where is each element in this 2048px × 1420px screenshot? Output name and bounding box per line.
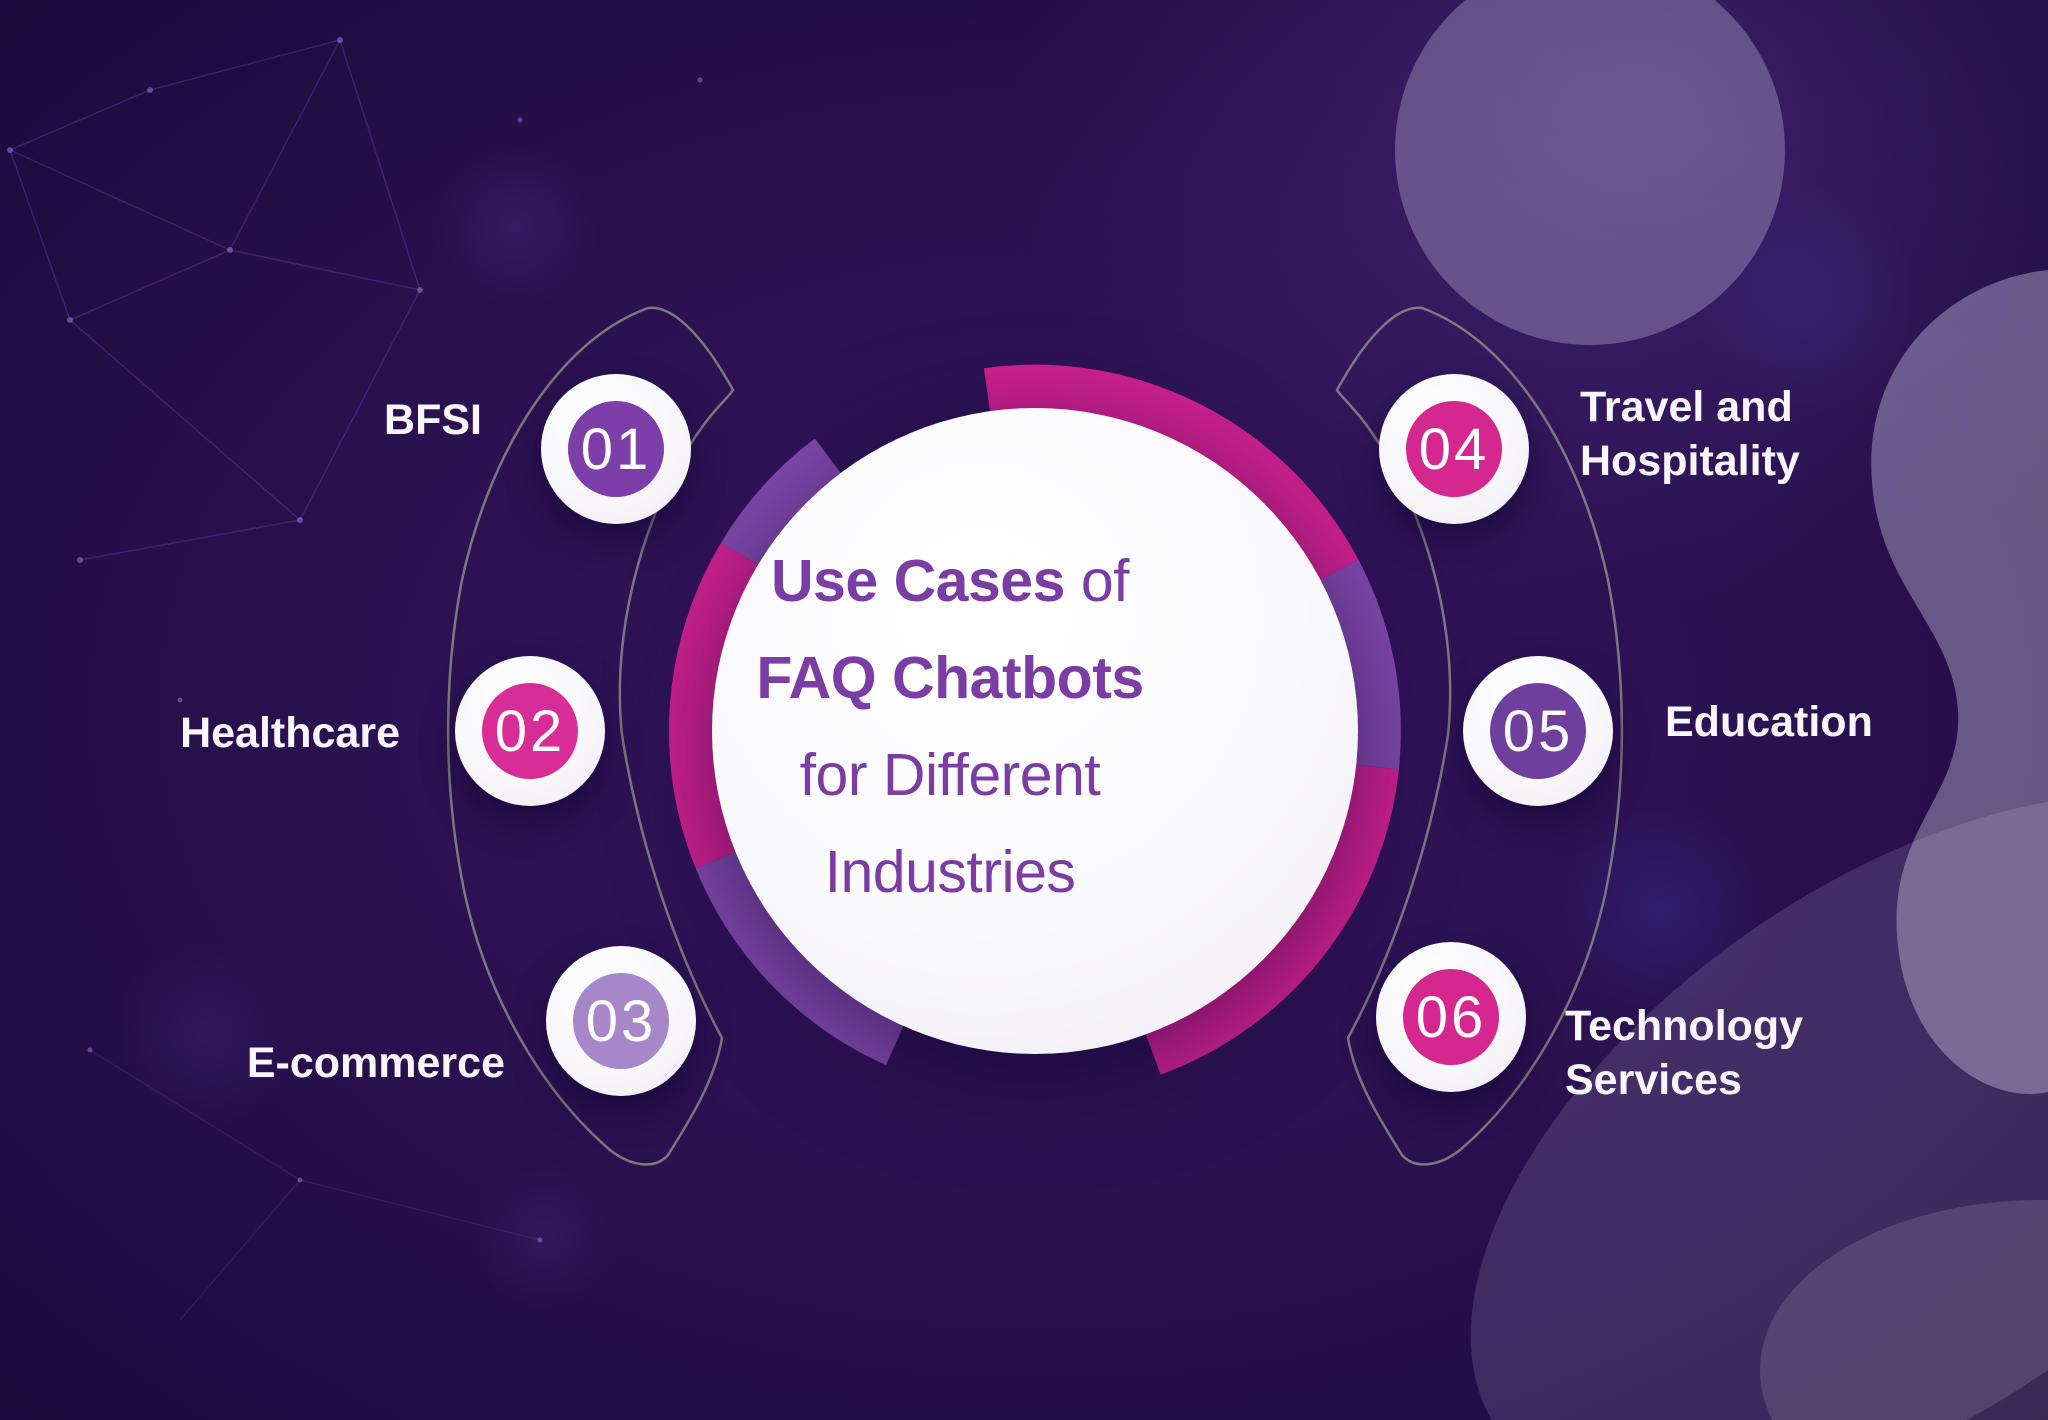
step-disc-03: 03 — [573, 973, 669, 1069]
left-capsule-outline — [446, 306, 735, 1166]
step-disc-05: 05 — [1490, 683, 1586, 779]
step-disc-04: 04 — [1406, 401, 1502, 497]
title-line-2: FAQ Chatbots — [756, 645, 1144, 711]
step-badge-01: 01 — [541, 374, 691, 524]
step-number-06: 06 — [1415, 984, 1487, 1050]
center-circle — [712, 408, 1358, 1054]
label-ecommerce: E-commerce — [246, 1039, 505, 1087]
right-edge-blob — [1871, 270, 2048, 1095]
ring-segment-left — [668, 542, 759, 869]
ring-segment-bottom-right — [1145, 764, 1399, 1075]
title-line-3: for Different — [799, 742, 1101, 808]
title-line-1-rest: of — [1064, 548, 1130, 614]
ring-segment-bottom-left — [695, 851, 905, 1066]
label-travel: Travel and Hospitality — [1580, 383, 1800, 485]
title-line-1: Use Cases of — [560, 533, 1340, 630]
step-badge-03: 03 — [546, 946, 696, 1096]
step-number-01: 01 — [580, 416, 652, 482]
label-technology: Technology Services — [1565, 1002, 1804, 1104]
step-number-02: 02 — [494, 698, 566, 764]
step-badge-06: 06 — [1376, 942, 1526, 1092]
title-line-4: Industries — [824, 839, 1076, 905]
step-number-04: 04 — [1418, 416, 1490, 482]
ring-segment-top-right — [983, 364, 1359, 581]
ring-segment-right — [1319, 559, 1401, 770]
step-number-03: 03 — [585, 988, 657, 1054]
step-disc-01: 01 — [568, 401, 664, 497]
constellation-dots — [7, 37, 703, 1243]
main-title: Use Cases of FAQ Chatbots for Different … — [560, 533, 1340, 921]
constellation-lines — [9, 38, 541, 1321]
right-capsule-outline — [1335, 306, 1624, 1166]
step-number-05: 05 — [1502, 698, 1574, 764]
circle-blob — [1395, 0, 1785, 345]
corner-blob-2 — [1760, 1200, 2048, 1420]
title-line-1-bold: Use Cases — [770, 548, 1066, 614]
step-badge-02: 02 — [455, 656, 605, 806]
step-disc-06: 06 — [1403, 969, 1499, 1065]
step-badge-05: 05 — [1463, 656, 1613, 806]
label-healthcare: Healthcare — [180, 709, 400, 757]
step-badge-04: 04 — [1379, 374, 1529, 524]
step-disc-02: 02 — [482, 683, 578, 779]
label-education: Education — [1665, 698, 1873, 746]
ring-segment-top-left — [721, 438, 842, 566]
corner-blob — [1470, 794, 2048, 1420]
label-bfsi: BFSI — [384, 396, 482, 444]
